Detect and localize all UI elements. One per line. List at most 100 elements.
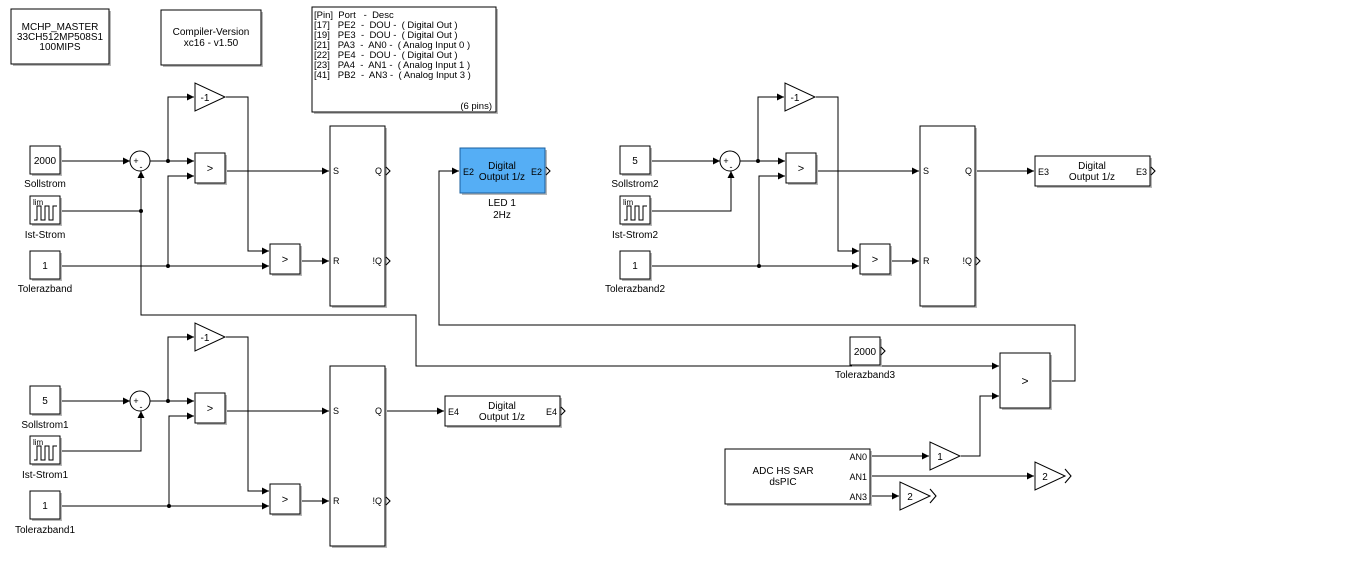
- pin-table-footer: (6 pins): [460, 101, 492, 112]
- tolerazband1-label: Tolerazband1: [15, 525, 75, 536]
- sollstrom2-constant[interactable]: 5 Sollstrom2: [611, 145, 659, 190]
- sum-block-3[interactable]: + -: [719, 150, 741, 172]
- led-label: LED 1: [488, 198, 516, 209]
- sollstrom1-constant[interactable]: 5 Sollstrom1: [21, 385, 69, 431]
- gain-value: 1: [937, 452, 943, 463]
- compiler-version-block[interactable]: Compiler-Version xc16 - v1.50: [160, 9, 263, 67]
- sum-block-2[interactable]: + -: [129, 390, 151, 412]
- sollstrom2-label: Sollstrom2: [611, 179, 659, 190]
- gain-block-3[interactable]: -1: [784, 82, 817, 112]
- sum-minus: -: [140, 162, 143, 172]
- e4-digital-output-block[interactable]: Digital Output 1/z E4 E4: [444, 395, 566, 428]
- gain-block-an0[interactable]: 1: [929, 441, 962, 471]
- adc-an0-port: AN0: [849, 452, 867, 462]
- ist-strom-input[interactable]: lim Ist-Strom: [25, 195, 66, 241]
- relational-block-1b[interactable]: >: [269, 243, 302, 276]
- sollstrom-value: 2000: [34, 156, 57, 167]
- wires-subsystem-3: [651, 93, 1034, 270]
- ist-strom2-input[interactable]: lim Ist-Strom2: [612, 195, 659, 241]
- relational-block-2a[interactable]: >: [194, 392, 227, 425]
- led-out-port: E2: [531, 167, 542, 177]
- adc-hs-sar-block[interactable]: ADC HS SAR dsPIC AN0 AN1 AN3: [724, 448, 872, 506]
- ist-strom-label: Ist-Strom: [25, 230, 66, 241]
- ff-nq-port: !Q: [372, 496, 382, 506]
- gain-value: 2: [1042, 472, 1048, 483]
- tolerazband2-value: 1: [632, 261, 638, 272]
- relational-block-4[interactable]: >: [999, 352, 1052, 410]
- tolerazband-constant[interactable]: 1 Tolerazband: [18, 250, 72, 295]
- ff-r-port: R: [923, 256, 930, 266]
- greater-symbol: >: [207, 163, 213, 175]
- sum-plus: +: [133, 156, 138, 166]
- tolerazband2-constant[interactable]: 1 Tolerazband2: [605, 250, 665, 295]
- greater-symbol: >: [282, 494, 288, 506]
- pin-table-row: [22] PE4 - DOU - ( Digital Out ): [314, 50, 458, 61]
- e3-digital-output-block[interactable]: Digital Output 1/z E3 E3: [1034, 155, 1156, 188]
- pin-table-row: [41] PB2 - AN3 - ( Analog Input 3 ): [314, 70, 471, 81]
- sollstrom2-value: 5: [632, 156, 638, 167]
- dout-subtitle: Output 1/z: [479, 172, 525, 183]
- sr-flipflop-2[interactable]: S R Q !Q: [329, 365, 391, 548]
- sollstrom1-value: 5: [42, 396, 48, 407]
- gain-value: -1: [201, 93, 210, 104]
- e3-out-port: E3: [1136, 167, 1147, 177]
- led1-digital-output-block[interactable]: Digital Output 1/z E2 E2 LED 1 2Hz: [459, 147, 551, 221]
- led-in-port: E2: [463, 167, 474, 177]
- relational-block-1a[interactable]: >: [194, 152, 227, 185]
- ist-strom2-label: Ist-Strom2: [612, 230, 659, 241]
- sollstrom-label: Sollstrom: [24, 179, 66, 190]
- relational-block-2b[interactable]: >: [269, 483, 302, 516]
- greater-symbol: >: [798, 163, 804, 175]
- pin-table-row: [23] PA4 - AN1 - ( Analog Input 1 ): [314, 60, 470, 71]
- gain-block-an3[interactable]: 2: [899, 481, 937, 511]
- greater-symbol: >: [872, 254, 878, 266]
- ff-q-port: Q: [375, 406, 382, 416]
- sollstrom-constant[interactable]: 2000 Sollstrom: [24, 145, 66, 190]
- pin-table-block[interactable]: [Pin] Port - Desc [17] PE2 - DOU - ( Dig…: [311, 6, 498, 114]
- sr-flipflop-3[interactable]: S R Q !Q: [919, 125, 981, 308]
- master-line-1: MCHP_MASTER: [22, 22, 99, 33]
- tolerazband1-value: 1: [42, 501, 48, 512]
- ist-strom1-input[interactable]: lim Ist-Strom1: [22, 435, 69, 481]
- wire-led-feedback: [438, 167, 1076, 382]
- ff-r-port: R: [333, 496, 340, 506]
- master-line-3: 100MIPS: [39, 42, 80, 53]
- ff-s-port: S: [333, 166, 339, 176]
- ff-nq-port: !Q: [962, 256, 972, 266]
- pin-table-row: [19] PE3 - DOU - ( Digital Out ): [314, 30, 458, 41]
- mchp-master-block[interactable]: MCHP_MASTER 33CH512MP508S1 100MIPS: [10, 8, 111, 66]
- sum-block-1[interactable]: + -: [129, 150, 151, 172]
- ist-strom1-label: Ist-Strom1: [22, 470, 69, 481]
- ff-nq-port: !Q: [372, 256, 382, 266]
- dout-title: Digital: [1078, 161, 1106, 172]
- tolerazband2-label: Tolerazband2: [605, 284, 665, 295]
- compiler-line-1: Compiler-Version: [173, 27, 250, 38]
- gain-block-2[interactable]: -1: [194, 322, 227, 352]
- relational-block-3b[interactable]: >: [859, 243, 892, 276]
- wires-subsystem-1: [61, 93, 999, 370]
- adc-subtitle: dsPIC: [769, 477, 796, 488]
- ff-q-port: Q: [965, 166, 972, 176]
- lim-text: lim: [33, 438, 44, 447]
- ff-s-port: S: [923, 166, 929, 176]
- lim-text: lim: [33, 198, 44, 207]
- tolerazband3-constant[interactable]: 2000 Tolerazband3: [835, 336, 895, 381]
- gain-block-1[interactable]: -1: [194, 82, 227, 112]
- tolerazband-value: 1: [42, 261, 48, 272]
- wires-adc: [871, 392, 1034, 500]
- pin-table-row: [17] PE2 - DOU - ( Digital Out ): [314, 20, 458, 31]
- ff-q-port: Q: [375, 166, 382, 176]
- tolerazband1-constant[interactable]: 1 Tolerazband1: [15, 490, 75, 536]
- ff-r-port: R: [333, 256, 340, 266]
- e4-in-port: E4: [448, 407, 459, 417]
- greater-symbol: >: [282, 254, 288, 266]
- led-rate: 2Hz: [493, 210, 511, 221]
- sr-flipflop-1[interactable]: S R Q !Q: [329, 125, 391, 308]
- pulse-icon: [624, 205, 647, 221]
- master-line-2: 33CH512MP508S1: [17, 32, 104, 43]
- relational-block-3a[interactable]: >: [785, 152, 818, 185]
- gain-value: 2: [907, 492, 913, 503]
- gain-block-an1[interactable]: 2: [1034, 461, 1072, 491]
- pin-table-row: [21] PA3 - AN0 - ( Analog Input 0 ): [314, 40, 470, 51]
- greater-symbol: >: [207, 403, 213, 415]
